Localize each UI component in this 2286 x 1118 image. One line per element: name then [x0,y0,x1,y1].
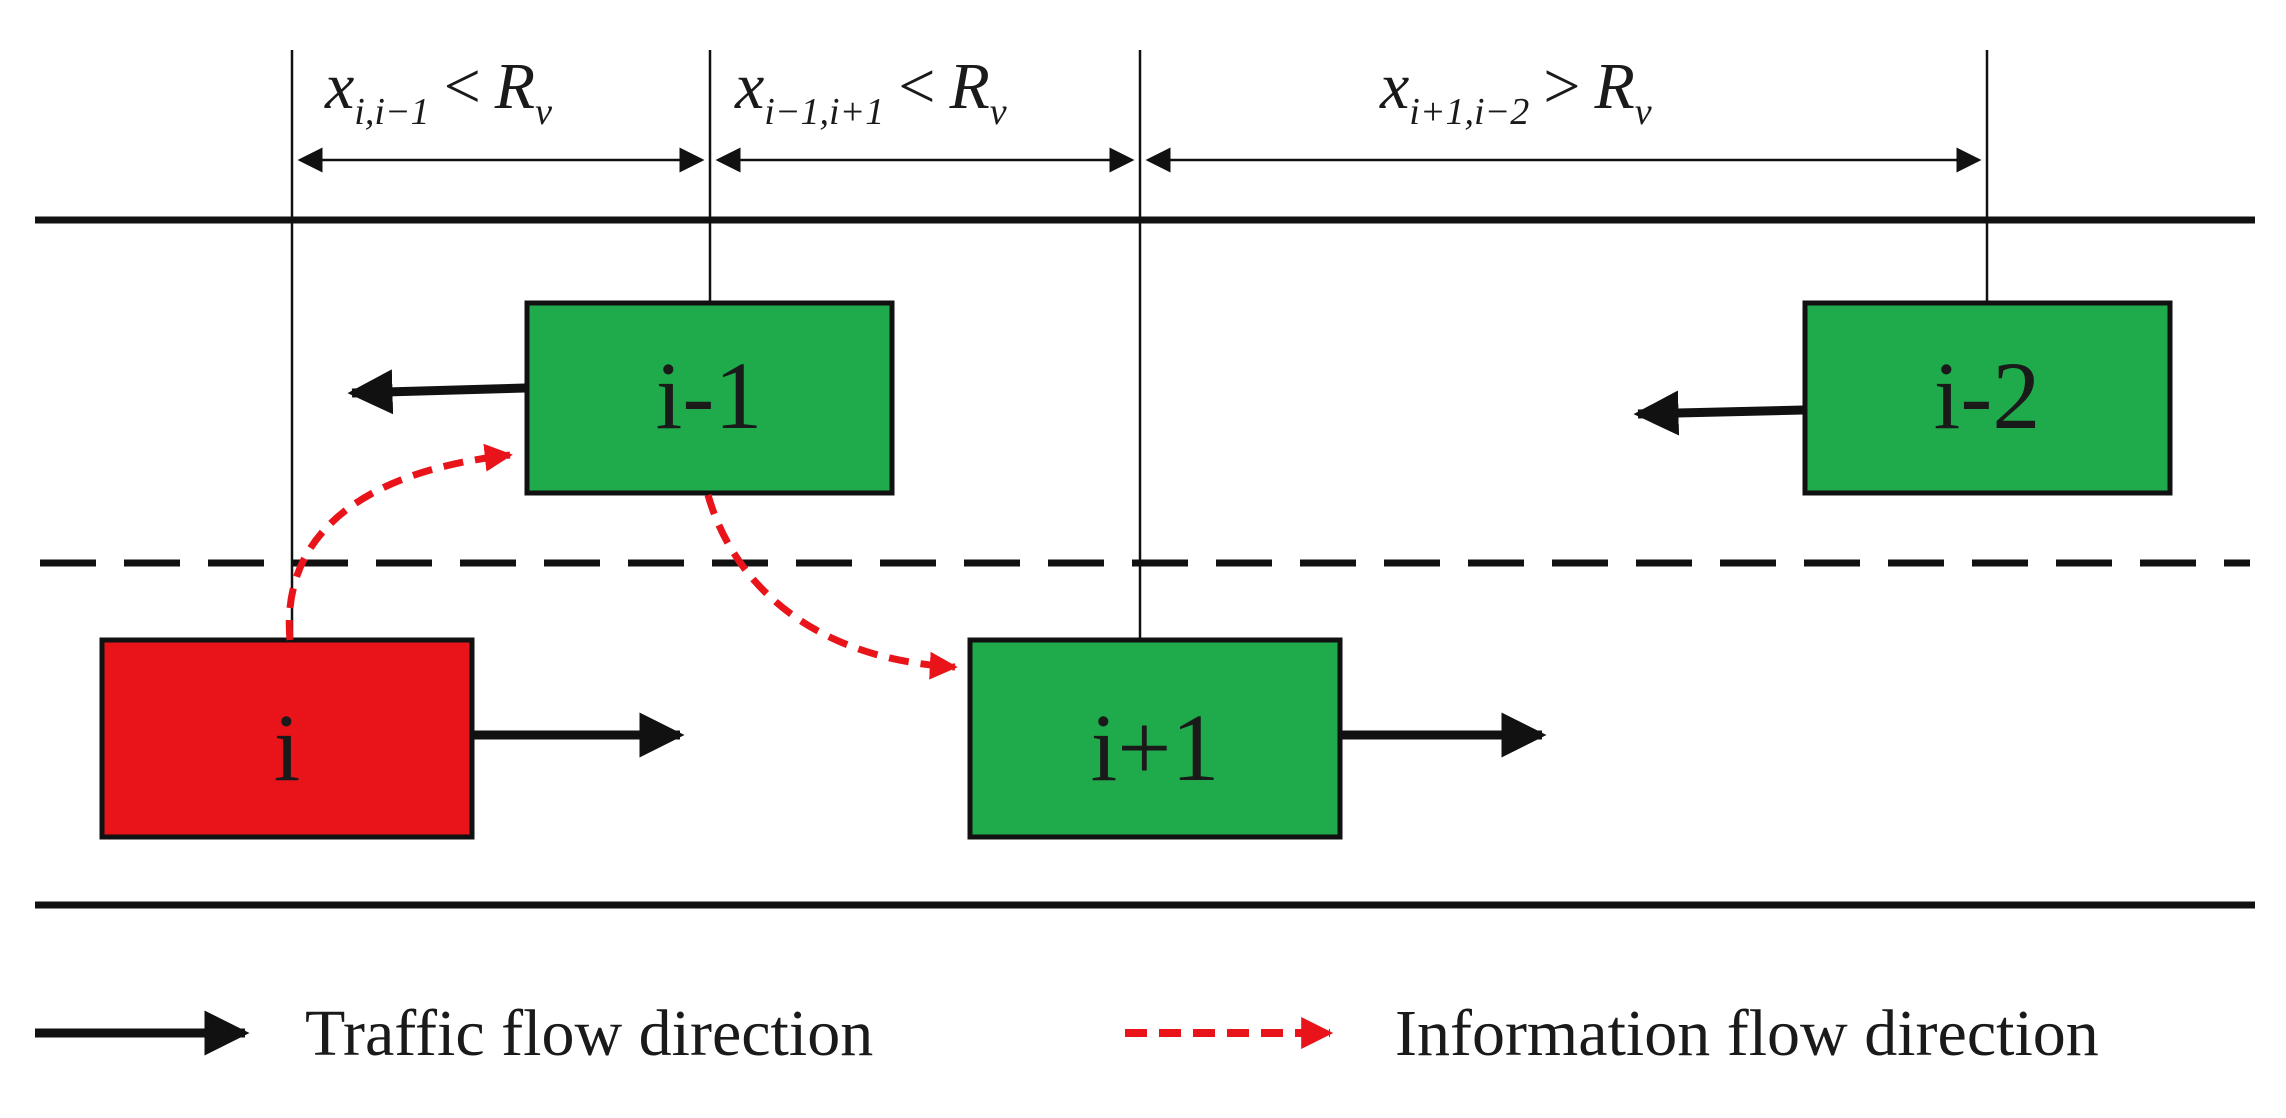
legend-traffic-label: Traffic flow direction [305,997,873,1070]
vehicle-i-minus-2: i-2 [1802,300,2173,496]
vehicle-label: i+1 [1091,694,1220,801]
vehicle-label: i-2 [1934,342,2041,449]
traffic-arrow-i-minus-2 [1633,390,1804,436]
vehicle-label: i [274,694,301,801]
legend-info-label: Information flow direction [1395,997,2099,1070]
traffic-arrow-i-minus-1 [347,369,526,415]
vehicle-label: i-1 [656,342,763,449]
distance-label-1: xi,i−1<Rv [324,50,552,133]
vehicle-i-plus-1: i+1 [967,637,1343,840]
info-arrow-i-minus-1-to-i-plus-1 [704,494,958,680]
distance-label-3: xi+1,i−2>Rv [1379,50,1652,133]
vehicle-i-minus-1: i-1 [524,300,895,496]
info-arrow-i-to-i-minus-1 [285,443,513,641]
distance-label-2: xi−1,i+1<Rv [734,50,1007,133]
vehicle-i-host: i [99,637,475,840]
